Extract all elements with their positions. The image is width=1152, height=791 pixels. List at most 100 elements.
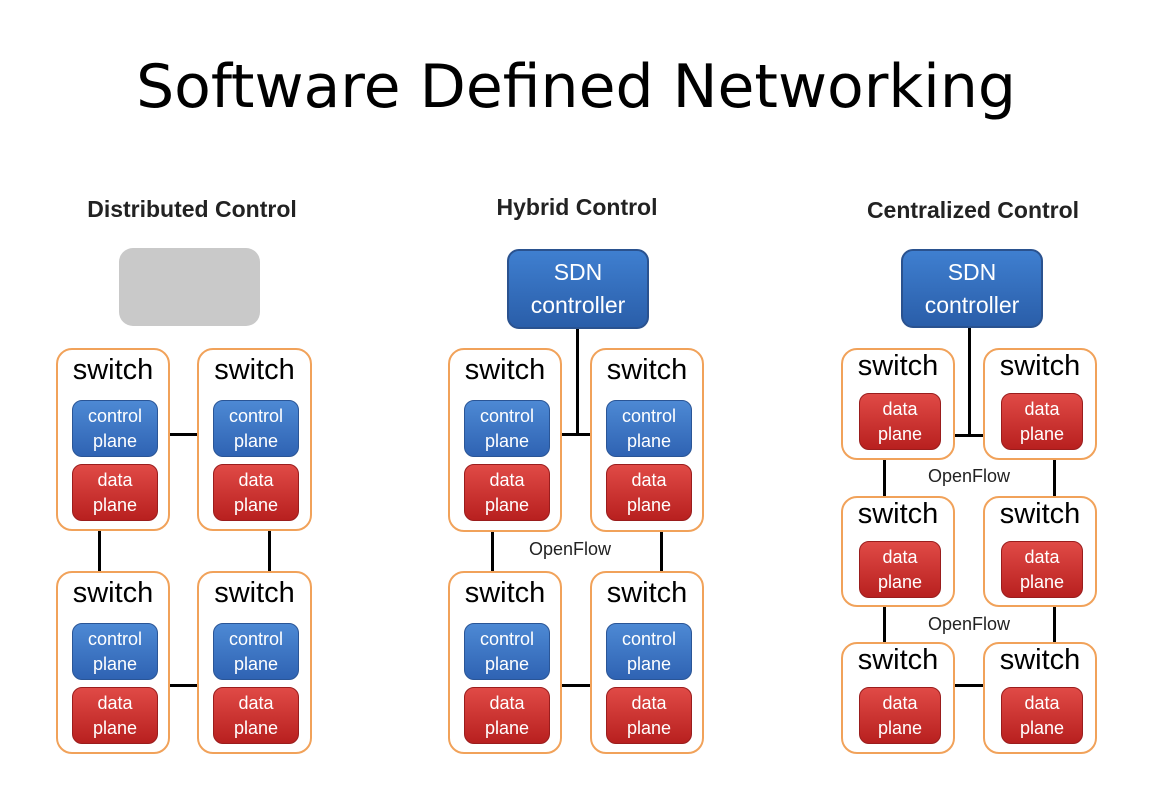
data-plane-text: data xyxy=(238,692,274,713)
control-plane-text: plane xyxy=(484,430,530,451)
switch-node: switch data plane xyxy=(983,642,1097,754)
switch-node: switch data plane xyxy=(983,348,1097,460)
control-plane-text: plane xyxy=(92,653,138,674)
control-plane-text: control xyxy=(479,405,535,426)
switch-label: switch xyxy=(464,354,546,386)
openflow-label: OpenFlow xyxy=(927,614,1011,634)
link-line xyxy=(660,532,663,571)
absent-controller xyxy=(119,248,260,326)
switch-node: switch data plane xyxy=(841,496,955,607)
data-plane-text: plane xyxy=(233,494,279,515)
switch-node: switch control plane data plane xyxy=(448,348,562,532)
controller-link-line xyxy=(576,329,579,435)
switch-label: switch xyxy=(72,354,154,386)
data-plane: data plane xyxy=(213,464,299,521)
switch-node: switch data plane xyxy=(983,496,1097,607)
data-plane-text: data xyxy=(1024,546,1060,567)
switch-label: switch xyxy=(214,577,295,609)
sdn-controller: SDN controller xyxy=(901,249,1043,328)
data-plane-text: plane xyxy=(1019,571,1065,592)
data-plane-text: data xyxy=(238,469,274,490)
data-plane-text: data xyxy=(97,469,133,490)
control-plane-text: control xyxy=(621,405,677,426)
data-plane-text: plane xyxy=(484,717,530,738)
control-plane-text: plane xyxy=(233,430,279,451)
control-plane-text: control xyxy=(87,628,143,649)
openflow-label: OpenFlow xyxy=(927,466,1011,486)
switch-node: switch data plane xyxy=(841,348,955,460)
controller-text: controller xyxy=(924,291,1020,318)
data-plane-text: data xyxy=(631,692,667,713)
data-plane-text: plane xyxy=(877,423,923,444)
control-plane-text: plane xyxy=(233,653,279,674)
data-plane-text: data xyxy=(489,692,525,713)
control-plane: control plane xyxy=(464,623,550,680)
control-plane-text: plane xyxy=(484,653,530,674)
data-plane-text: data xyxy=(631,469,667,490)
control-plane-text: control xyxy=(479,628,535,649)
data-plane-text: data xyxy=(97,692,133,713)
section-title-centralized: Centralized Control xyxy=(866,197,1080,223)
control-plane: control plane xyxy=(606,623,692,680)
switch-node: switch control plane data plane xyxy=(590,348,704,532)
switch-node: switch control plane data plane xyxy=(56,571,170,754)
data-plane: data plane xyxy=(859,393,941,450)
control-plane-text: control xyxy=(228,405,284,426)
control-plane: control plane xyxy=(72,623,158,680)
switch-label: switch xyxy=(72,577,154,609)
switch-label: switch xyxy=(464,577,546,609)
switch-node: switch control plane data plane xyxy=(197,571,312,754)
data-plane-text: plane xyxy=(92,494,138,515)
control-plane-text: plane xyxy=(92,430,138,451)
section-title-distributed: Distributed Control xyxy=(87,196,297,222)
switch-node: switch control plane data plane xyxy=(56,348,170,531)
data-plane: data plane xyxy=(72,687,158,744)
data-plane-text: plane xyxy=(877,571,923,592)
link-line xyxy=(170,684,198,687)
switch-node: switch control plane data plane xyxy=(197,348,312,531)
link-line xyxy=(955,434,984,437)
data-plane: data plane xyxy=(464,464,550,521)
data-plane: data plane xyxy=(1001,393,1083,450)
link-line xyxy=(170,433,198,436)
controller-text: SDN xyxy=(553,259,603,285)
data-plane: data plane xyxy=(1001,687,1083,744)
section-title-hybrid: Hybrid Control xyxy=(496,194,658,220)
data-plane-text: data xyxy=(882,398,918,419)
control-plane: control plane xyxy=(213,623,299,680)
control-plane-text: plane xyxy=(626,430,672,451)
link-line xyxy=(883,460,886,496)
data-plane-text: data xyxy=(1024,692,1060,713)
link-line xyxy=(883,607,886,642)
link-line xyxy=(1053,607,1056,642)
switch-node: switch data plane xyxy=(841,642,955,754)
link-line xyxy=(562,684,591,687)
link-line xyxy=(562,433,591,436)
link-line xyxy=(268,531,271,571)
control-plane-text: control xyxy=(621,628,677,649)
switch-node: switch control plane data plane xyxy=(448,571,562,754)
switch-label: switch xyxy=(857,498,939,530)
switch-label: switch xyxy=(606,577,688,609)
controller-link-line xyxy=(968,328,971,436)
link-line xyxy=(955,684,984,687)
control-plane-text: control xyxy=(87,405,143,426)
data-plane: data plane xyxy=(72,464,158,521)
data-plane-text: data xyxy=(882,546,918,567)
switch-label: switch xyxy=(999,498,1081,530)
switch-label: switch xyxy=(857,644,939,676)
data-plane-text: plane xyxy=(877,717,923,738)
data-plane-text: plane xyxy=(1019,423,1065,444)
openflow-label: OpenFlow xyxy=(528,539,612,559)
data-plane-text: plane xyxy=(92,717,138,738)
switch-label: switch xyxy=(999,644,1081,676)
controller-text: controller xyxy=(530,292,626,318)
data-plane: data plane xyxy=(606,464,692,521)
data-plane: data plane xyxy=(606,687,692,744)
control-plane: control plane xyxy=(213,400,299,457)
control-plane: control plane xyxy=(464,400,550,457)
switch-label: switch xyxy=(214,354,295,386)
data-plane-text: plane xyxy=(484,494,530,515)
data-plane: data plane xyxy=(464,687,550,744)
page-title: Software Defined Networking xyxy=(136,52,1016,122)
